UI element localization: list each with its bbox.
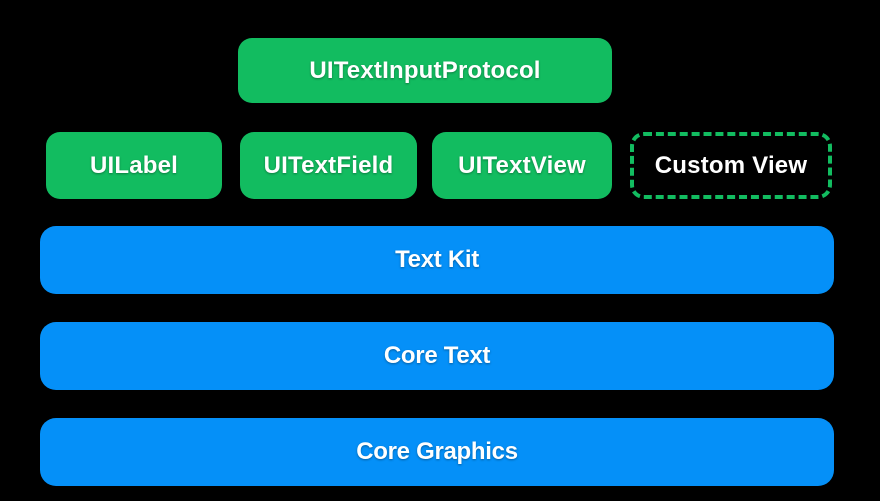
layer-label: Core Text: [383, 342, 491, 369]
box-uitextfield: UITextField: [240, 132, 417, 199]
layer-label: Core Graphics: [356, 438, 518, 465]
layer-label: Text Kit: [395, 246, 479, 273]
layer-core-text: Core Text: [40, 322, 834, 390]
layer-core-graphics: Core Graphics: [40, 418, 834, 486]
box-label: UILabel: [89, 151, 179, 179]
layer-text-kit: Text Kit: [40, 226, 834, 294]
box-label: UITextInputProtocol: [309, 56, 541, 84]
box-custom-view: Custom View: [630, 132, 832, 199]
box-uitextview: UITextView: [432, 132, 612, 199]
box-label: UITextView: [458, 151, 586, 179]
box-uilabel: UILabel: [46, 132, 222, 199]
box-label: Custom View: [654, 151, 808, 179]
box-uitextinputprotocol: UITextInputProtocol: [238, 38, 612, 103]
box-label: UITextField: [263, 151, 394, 179]
